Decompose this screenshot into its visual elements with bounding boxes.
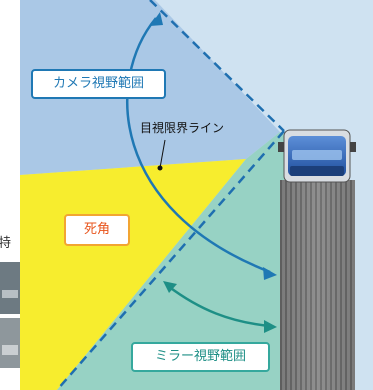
truck-left-mirror: [278, 142, 284, 152]
truck-right-mirror: [350, 142, 356, 152]
mirror-arc-arrowhead-top: [163, 281, 177, 293]
truck-windshield: [292, 150, 342, 160]
left-photo-fragment-1: [0, 262, 20, 314]
camera-arc-arrow: [126, 17, 271, 274]
camera-arc-arrowhead-top: [150, 12, 163, 26]
mirror-view-area: [57, 132, 295, 390]
sight-limit-line-label: 目視限界ライン: [140, 121, 225, 135]
camera-boundary-line: [149, 0, 285, 132]
mirror-arc-arrowhead-bottom: [264, 320, 277, 333]
mirror-arc-arrow: [167, 284, 271, 328]
camera-view-label: カメラ視野範囲: [31, 69, 166, 99]
left-photo-fragment-2: [0, 318, 20, 368]
mirror-view-label: ミラー視野範囲: [131, 342, 270, 372]
sight-limit-line: [56, 130, 285, 390]
camera-arc-arrowhead-bottom: [263, 267, 277, 280]
side-text-fragment: 特: [0, 236, 12, 251]
sight-line-leader: [159, 139, 166, 169]
blind-spot-label: 死角: [64, 214, 130, 246]
